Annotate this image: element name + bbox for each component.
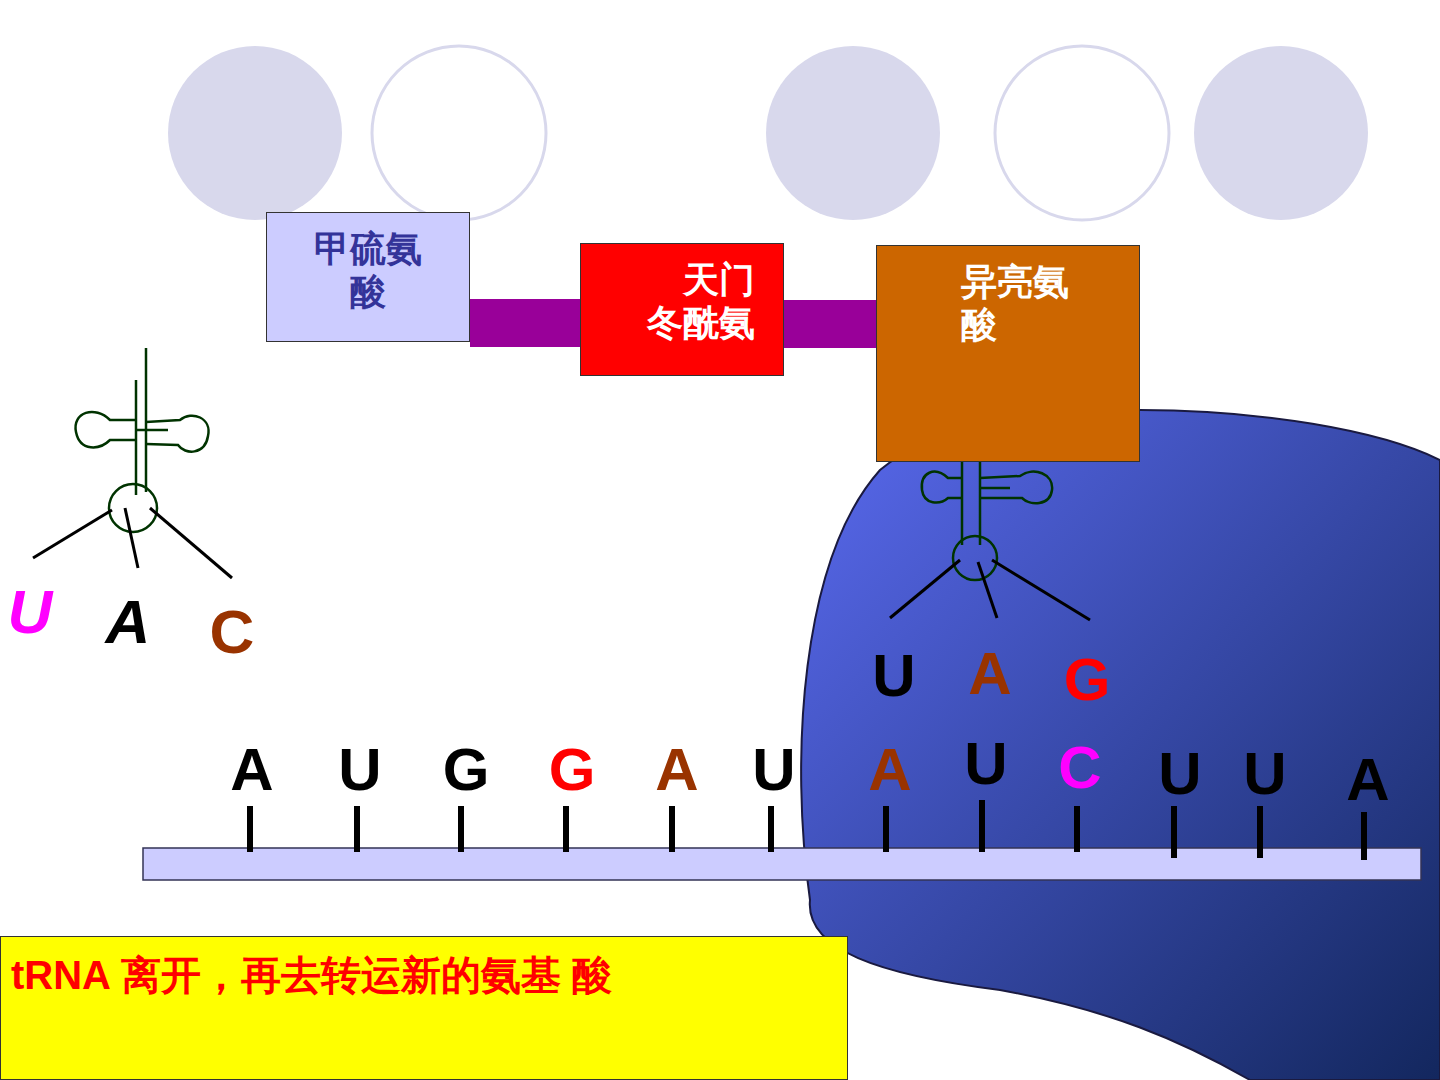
- amino-acid-box: 天门 冬酰氨: [580, 243, 784, 376]
- amino-acid-box: 甲硫氨 酸: [266, 212, 470, 342]
- codon-base: G: [443, 740, 490, 800]
- ribosome: [801, 410, 1440, 1080]
- codon-base: C: [1058, 738, 1101, 798]
- codon-base: A: [868, 740, 911, 800]
- mrna-strand: [143, 848, 1421, 880]
- peptide-bond: [470, 299, 580, 347]
- decor-circle: [168, 46, 342, 220]
- base-ticks: [250, 800, 1364, 860]
- codon-base: U: [752, 740, 795, 800]
- decor-circles: [168, 46, 1368, 220]
- codon-base: U: [338, 740, 381, 800]
- anticodon-base: G: [1064, 650, 1111, 710]
- codon-base: A: [230, 740, 273, 800]
- decor-circle: [372, 46, 546, 220]
- amino-acid-box: 异亮氨 酸: [876, 245, 1140, 462]
- codon-base: U: [1158, 744, 1201, 804]
- anticodon-base: A: [968, 644, 1011, 704]
- node-text: 异亮氨 酸: [961, 260, 1080, 346]
- trna-left: [33, 348, 232, 578]
- anticodon-base: U: [8, 581, 53, 643]
- anticodon-base: A: [106, 591, 151, 653]
- node-text: tRNA 离开，再去转运新的氨基 酸: [11, 951, 811, 999]
- codon-base: U: [964, 734, 1007, 794]
- node-text: 甲硫氨 酸: [309, 227, 428, 313]
- codon-base: A: [1346, 750, 1389, 810]
- decor-circle: [995, 46, 1169, 220]
- decor-circle: [1194, 46, 1368, 220]
- decor-circle: [766, 46, 940, 220]
- codon-base: U: [1243, 744, 1286, 804]
- peptide-bond: [784, 300, 876, 348]
- anticodon-base: C: [210, 601, 255, 663]
- codon-base: G: [549, 740, 596, 800]
- node-text: 天门 冬酰氨: [636, 258, 755, 344]
- codon-base: A: [655, 740, 698, 800]
- anticodon-base: U: [872, 646, 915, 706]
- trna-right: [890, 462, 1090, 620]
- note-box: tRNA 离开，再去转运新的氨基 酸: [0, 936, 848, 1080]
